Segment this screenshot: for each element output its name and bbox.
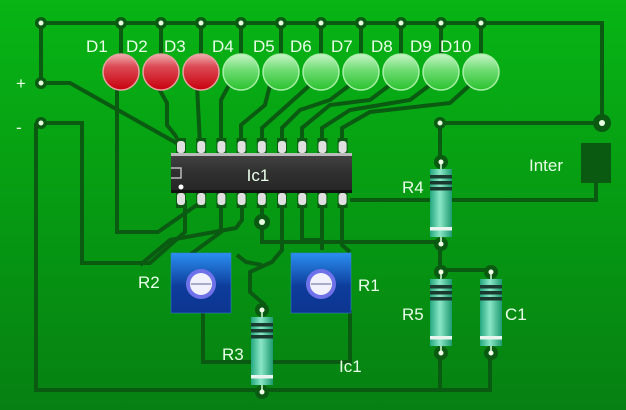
led-lens-icon: [302, 53, 340, 91]
ic-pin: [338, 193, 347, 205]
color-band: [251, 335, 273, 339]
led-label: D7: [331, 37, 353, 56]
color-band: [430, 187, 452, 191]
led-label: D2: [126, 37, 148, 56]
switch-inter[interactable]: Inter: [529, 143, 611, 183]
ic-ref-label: Ic1: [339, 357, 362, 376]
color-band: [430, 291, 452, 295]
led-d5: D5: [253, 37, 300, 91]
ic-pin1-dot-icon: [178, 184, 184, 190]
ic-pin: [298, 193, 307, 205]
led-lens-icon: [382, 53, 420, 91]
led-label: D3: [164, 37, 186, 56]
resistor-r5-label: R5: [402, 305, 424, 324]
led-d2: D2: [126, 37, 180, 91]
tolerance-band: [480, 336, 502, 340]
switch-body: [581, 143, 611, 183]
led-label: D1: [86, 37, 108, 56]
ic-pin1-notch-icon: [171, 167, 182, 179]
color-band: [430, 285, 452, 289]
led-bar: D1 D2 D3 D4 D5 D6 D7 D8 D9 D10: [86, 37, 500, 91]
color-band: [251, 329, 273, 333]
trimmer-screw-icon[interactable]: [306, 269, 336, 299]
ic-pin: [197, 193, 206, 205]
led-d9: D9: [410, 37, 460, 91]
ic-pin: [338, 141, 347, 153]
led-lens-icon: [422, 53, 460, 91]
trimmer-r1-label: R1: [358, 276, 380, 295]
trimmer-screw-icon[interactable]: [186, 269, 216, 299]
color-band: [430, 181, 452, 185]
led-label: D10: [440, 37, 471, 56]
led-label: D8: [371, 37, 393, 56]
switch-label: Inter: [529, 156, 563, 175]
led-d10: D10: [440, 37, 500, 91]
component-body: [251, 317, 273, 385]
tolerance-band: [430, 336, 452, 340]
led-d6: D6: [290, 37, 340, 91]
ic-pin: [278, 193, 286, 205]
ic-pin: [318, 193, 327, 205]
ic-pin: [177, 193, 185, 205]
led-label: D5: [253, 37, 275, 56]
ic-pin: [237, 141, 246, 153]
color-band: [430, 297, 452, 301]
led-label: D4: [212, 37, 234, 56]
color-band: [480, 291, 502, 295]
resistor-r4-label: R4: [402, 178, 424, 197]
led-d4: D4: [212, 37, 260, 91]
capacitor-c1-label: C1: [505, 305, 527, 324]
tolerance-band: [251, 375, 273, 379]
led-lens-icon: [462, 53, 500, 91]
led-label: D6: [290, 37, 312, 56]
ic-pin: [177, 141, 185, 153]
led-label: D9: [410, 37, 432, 56]
resistor-r3-label: R3: [222, 345, 244, 364]
ic-label: Ic1: [247, 166, 270, 185]
led-d3: D3: [164, 37, 220, 91]
trimmer-r2[interactable]: R2: [138, 252, 232, 314]
color-band: [480, 297, 502, 301]
minus-terminal-label: -: [16, 118, 22, 137]
ic-pin: [318, 141, 327, 153]
ic-chip[interactable]: Ic1: [171, 138, 352, 208]
ic-pin: [217, 141, 226, 153]
component-body: [480, 279, 502, 346]
ic-pin: [298, 141, 307, 153]
ic-pin: [257, 141, 266, 153]
color-band: [480, 285, 502, 289]
led-d1: D1: [86, 37, 140, 91]
ic-pin: [217, 193, 226, 205]
color-band: [251, 323, 273, 327]
trimmer-r2-label: R2: [138, 273, 160, 292]
trimmer-r1[interactable]: R1: [290, 252, 380, 314]
led-lens-icon: [222, 53, 260, 91]
led-d8: D8: [371, 37, 420, 91]
ic-pins: [176, 138, 348, 208]
pads: [35, 17, 611, 230]
led-lens-icon: [142, 53, 180, 91]
color-band: [430, 175, 452, 179]
tolerance-band: [430, 227, 452, 231]
led-lens-icon: [102, 53, 140, 91]
component-body: [430, 279, 452, 346]
component-body: [430, 169, 452, 237]
led-lens-icon: [262, 53, 300, 91]
resistor-r5[interactable]: [430, 265, 452, 360]
led-lens-icon: [182, 53, 220, 91]
ic-body: [171, 153, 352, 193]
ic-pin: [237, 193, 246, 205]
capacitor-c1[interactable]: [480, 265, 502, 360]
resistor-r4[interactable]: [430, 155, 452, 251]
ic-pin: [197, 141, 206, 153]
ic-pin: [278, 141, 286, 153]
led-lens-icon: [342, 53, 380, 91]
resistor-r3[interactable]: [251, 303, 273, 399]
plus-terminal-label: +: [16, 74, 26, 93]
axial-components: [251, 155, 502, 399]
led-d7: D7: [331, 37, 380, 91]
ic-pin: [257, 193, 266, 205]
